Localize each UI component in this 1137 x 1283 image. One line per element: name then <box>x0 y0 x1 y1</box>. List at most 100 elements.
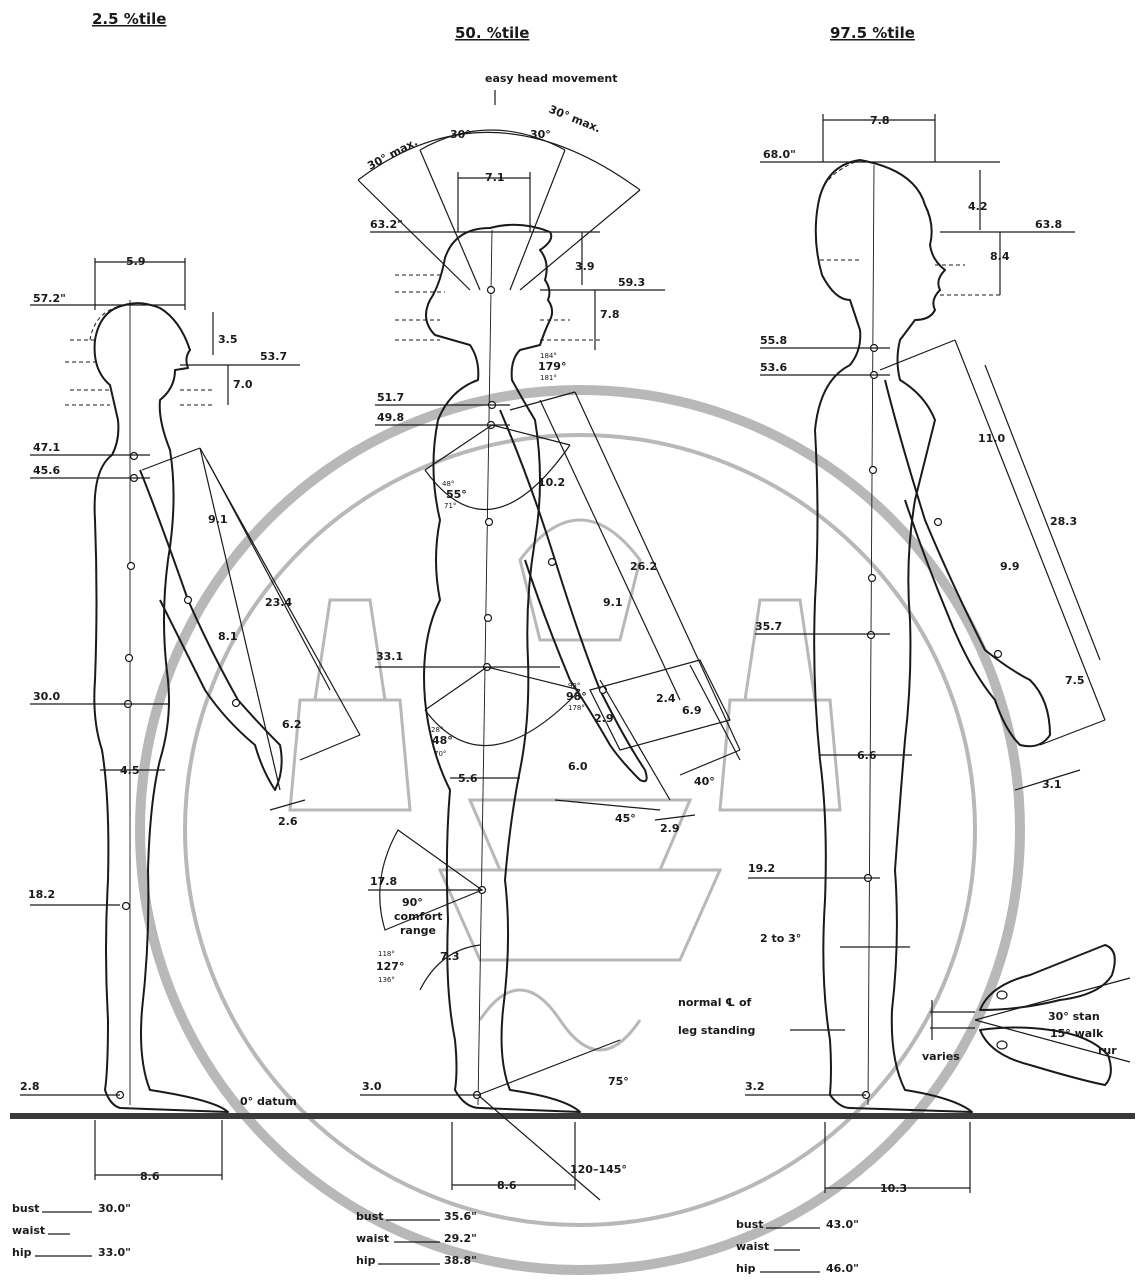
fig2-elbow-178: 178° <box>568 704 585 712</box>
fig1-arm-8-1: 8.1 <box>218 630 238 643</box>
fig1-bust-label: bust <box>12 1202 40 1215</box>
fig2-shoulder-height: 51.7 <box>377 391 404 404</box>
fig2-neck-184: 184° <box>540 352 557 360</box>
watermark-seal <box>135 385 1025 1275</box>
fig1-depth: 4.5 <box>120 764 140 777</box>
foot-top-lower <box>979 1026 1112 1086</box>
figure1-outline <box>93 302 229 1113</box>
head-30-left: 30° <box>450 128 471 141</box>
fig3-depth: 6.6 <box>857 749 877 762</box>
watermark-emblem-body <box>437 798 723 962</box>
fig2-elbow-93: 93° <box>568 682 580 690</box>
fig3-stature: 68.0" <box>763 148 796 161</box>
foot-15-walk: 15° walk <box>1050 1027 1104 1040</box>
fig3-hip-label: hip <box>736 1262 756 1275</box>
figure3-arm <box>884 379 1051 748</box>
fig3-arm-11-0: 11.0 <box>978 432 1005 445</box>
fig2-foot: 8.6 <box>497 1179 517 1192</box>
fig3-hip: 46.0" <box>826 1262 859 1275</box>
fig1-hand: 2.6 <box>278 815 298 828</box>
fig2-elbow-98: 98° <box>566 690 587 703</box>
fig3-shoulder-height: 55.8 <box>760 334 787 347</box>
fig3-seat-height: 35.7 <box>755 620 782 633</box>
fig2-head-width: 7.1 <box>485 171 505 184</box>
foot-30-stand: 30° stan <box>1048 1010 1100 1023</box>
foot-run: rur <box>1098 1044 1117 1057</box>
ground-line <box>10 1113 1135 1119</box>
fig2-shin-7-3: 7.3 <box>440 950 460 963</box>
fig1-arm-6-2: 6.2 <box>282 718 302 731</box>
fig2-waist: 29.2" <box>444 1232 477 1245</box>
datum-label: 0° datum <box>240 1095 297 1108</box>
fig2-knee-127: 127° <box>376 960 404 973</box>
fig2-angle-45: 45° <box>615 812 636 825</box>
fig2-seat-height: 33.1 <box>376 650 403 663</box>
fig2-shoulder-height-2: 49.8 <box>377 411 404 424</box>
header-97-5-percentile: 97.5 %tile <box>830 24 915 42</box>
fig3-head-width: 7.8 <box>870 114 890 127</box>
fig2-hip-48: 48° <box>432 734 453 747</box>
foot-top-upper <box>979 944 1116 1011</box>
fig2-knee-118: 118° <box>378 950 395 958</box>
fig1-head-width: 5.9 <box>126 255 146 268</box>
fig3-dim-4-2: 4.2 <box>968 200 988 213</box>
fig2-eye-height: 59.3 <box>618 276 645 289</box>
fig1-ankle: 2.8 <box>20 1080 40 1093</box>
fig2-arm-10-2: 10.2 <box>538 476 565 489</box>
fig3-ankle: 3.2 <box>745 1080 765 1093</box>
fig2-dim-3-9: 3.9 <box>575 260 595 273</box>
fig1-shoulder-height: 47.1 <box>33 441 60 454</box>
fig2-hand-2-9: 2.9 <box>594 712 614 725</box>
comfort-90: 90° <box>402 896 423 909</box>
fig1-waist-label: waist <box>12 1224 45 1237</box>
fig2-stature: 63.2" <box>370 218 403 231</box>
figure2-arm <box>499 409 648 783</box>
fig3-eye-height: 63.8 <box>1035 218 1062 231</box>
fig3-foot: 10.3 <box>880 1182 907 1195</box>
figure2-outline <box>423 223 581 1113</box>
watermark-ring-outer <box>135 385 1025 1275</box>
fig2-arm-26-2: 26.2 <box>630 560 657 573</box>
figure3-outline <box>813 159 973 1113</box>
fig2-angle-40: 40° <box>694 775 715 788</box>
fig2-bust: 35.6" <box>444 1210 477 1223</box>
fig2-knee-height: 17.8 <box>370 875 397 888</box>
head-30-max-right: 30° max. <box>547 103 603 136</box>
fig1-hip: 33.0" <box>98 1246 131 1259</box>
fig2-angle-120-145: 120–145° <box>570 1163 627 1176</box>
fig2-bust-label: bust <box>356 1210 384 1223</box>
fig2-neck-181: 181° <box>540 374 557 382</box>
fig2-neck-179: 179° <box>538 360 566 373</box>
fig3-dim-8-4: 8.4 <box>990 250 1010 263</box>
fig2-depth: 5.6 <box>458 772 478 785</box>
fig3-hand: 3.1 <box>1042 778 1062 791</box>
head-30-max-left: 30° max. <box>365 135 419 172</box>
figure-97-5-percentile: 7.8 68.0" 4.2 63.8 8.4 55.8 53.6 11.0 28… <box>678 114 1106 1275</box>
fig3-waist-label: waist <box>736 1240 769 1253</box>
fig2-waist-label: waist <box>356 1232 389 1245</box>
fig2-hip-label: hip <box>356 1254 376 1267</box>
figure-2-5-percentile: 5.9 57.2" 3.5 53.7 7.0 47.1 45.6 9.1 23.… <box>12 255 361 1259</box>
header-50-percentile: 50. %tile <box>455 24 529 42</box>
fig1-stature: 57.2" <box>33 292 66 305</box>
fig2-shoulder-71: 71° <box>444 502 456 510</box>
head-30-right: 30° <box>530 128 551 141</box>
fig3-arm-28-3: 28.3 <box>1050 515 1077 528</box>
fig1-knee-height: 18.2 <box>28 888 55 901</box>
fig2-fore-9-1: 9.1 <box>603 596 623 609</box>
fig2-dim-2-9: 2.9 <box>660 822 680 835</box>
fig2-dim-7-8: 7.8 <box>600 308 620 321</box>
fig2-hand-6-9: 6.9 <box>682 704 702 717</box>
fig1-arm-23-4: 23.4 <box>265 596 292 609</box>
varies-label: varies <box>922 1050 960 1063</box>
fig2-hip-28: 28° <box>431 726 443 734</box>
watermark-ring-inner <box>183 433 977 1227</box>
fig3-bust: 43.0" <box>826 1218 859 1231</box>
watermark-tower-left <box>288 598 412 812</box>
fig1-arm-9-1: 9.1 <box>208 513 228 526</box>
fig1-foot: 8.6 <box>140 1170 160 1183</box>
fig1-shoulder-height-2: 45.6 <box>33 464 60 477</box>
fig3-arm-7-5: 7.5 <box>1065 674 1085 687</box>
fig2-hip-70: 70° <box>434 750 446 758</box>
